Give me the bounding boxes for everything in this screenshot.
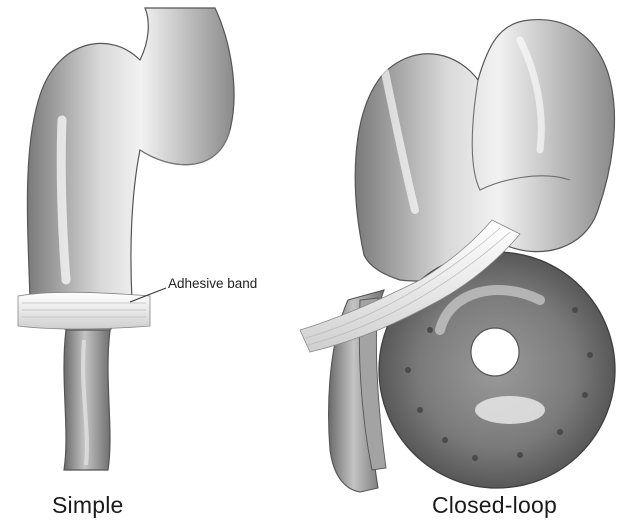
caption-closed-loop: Closed-loop	[432, 492, 557, 519]
simple-panel	[18, 8, 234, 470]
closed-loop-ring-glint	[475, 396, 545, 424]
simple-loop-highlight	[61, 120, 66, 280]
caption-simple: Simple	[52, 492, 124, 519]
adhesive-band-label: Adhesive band	[168, 276, 257, 291]
closed-loop-ring-lumen	[471, 328, 519, 376]
simple-adhesive-band	[18, 292, 150, 329]
closed-loop-panel	[300, 20, 615, 492]
